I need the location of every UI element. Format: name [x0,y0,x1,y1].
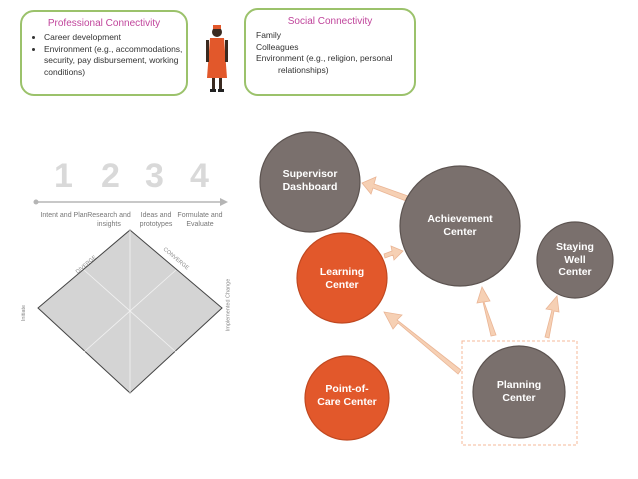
staying-well-center-circle [536,221,614,299]
staying-well-center-label: Staying Well Center [556,241,594,278]
learning-center-circle [296,232,388,324]
planning-center-circle [472,345,566,439]
step-number-1: 1 [54,157,73,195]
arrow-achievement-to-supervisor [361,176,409,202]
step-label-1: Intent and Plan [40,212,88,219]
professional-connectivity-list: Career development Environment (e.g., ac… [22,32,186,78]
arrow-planning-to-learning [383,311,462,375]
point-of-care-center-circle [304,355,390,441]
list-item: Environment (e.g., accommodations, secur… [44,44,186,79]
double-diamond-diagram [37,229,223,394]
arrow-planning-to-achievement [476,286,497,337]
planning-dashed-frame [461,340,578,446]
step-label-4: Formulate and Evaluate [177,212,223,228]
arrow-learning-to-achievement [383,245,404,261]
social-connectivity-box: Social Connectivity Family Colleagues En… [244,8,416,96]
supervisor-dashboard-circle [259,131,361,233]
list-item: Environment (e.g., religion, personal [256,53,393,63]
professional-connectivity-title: Professional Connectivity [47,18,161,29]
point-of-care-center-label: Point-of-Care Center [317,383,377,408]
list-item: relationships) [278,64,329,75]
social-connectivity-lines: Family Colleagues Environment (e.g., rel… [256,30,414,76]
learning-center-label: Learning Center [319,266,365,291]
list-item: Career development [44,32,186,44]
step-number-2: 2 [101,157,120,195]
process-timeline [33,198,228,206]
list-item: Colleagues [256,41,299,52]
social-connectivity-title: Social Connectivity [287,16,373,27]
professional-connectivity-box: Professional Connectivity Career develop… [20,10,188,96]
step-label-3: Ideas and prototypes [139,212,173,228]
arrow-planning-to-staying [544,295,560,339]
step-number-4: 4 [190,157,209,195]
supervisor-dashboard-label: Supervisor Dashboard [282,168,338,193]
person-figure-icon [206,25,228,92]
planning-center-label: Planning Center [496,379,542,404]
achievement-center-circle [399,165,521,287]
list-item: Family [256,30,282,40]
step-label-2: Research and insights [87,212,131,228]
step-number-3: 3 [145,157,164,195]
achievement-center-label: Achievement Center [427,213,493,238]
